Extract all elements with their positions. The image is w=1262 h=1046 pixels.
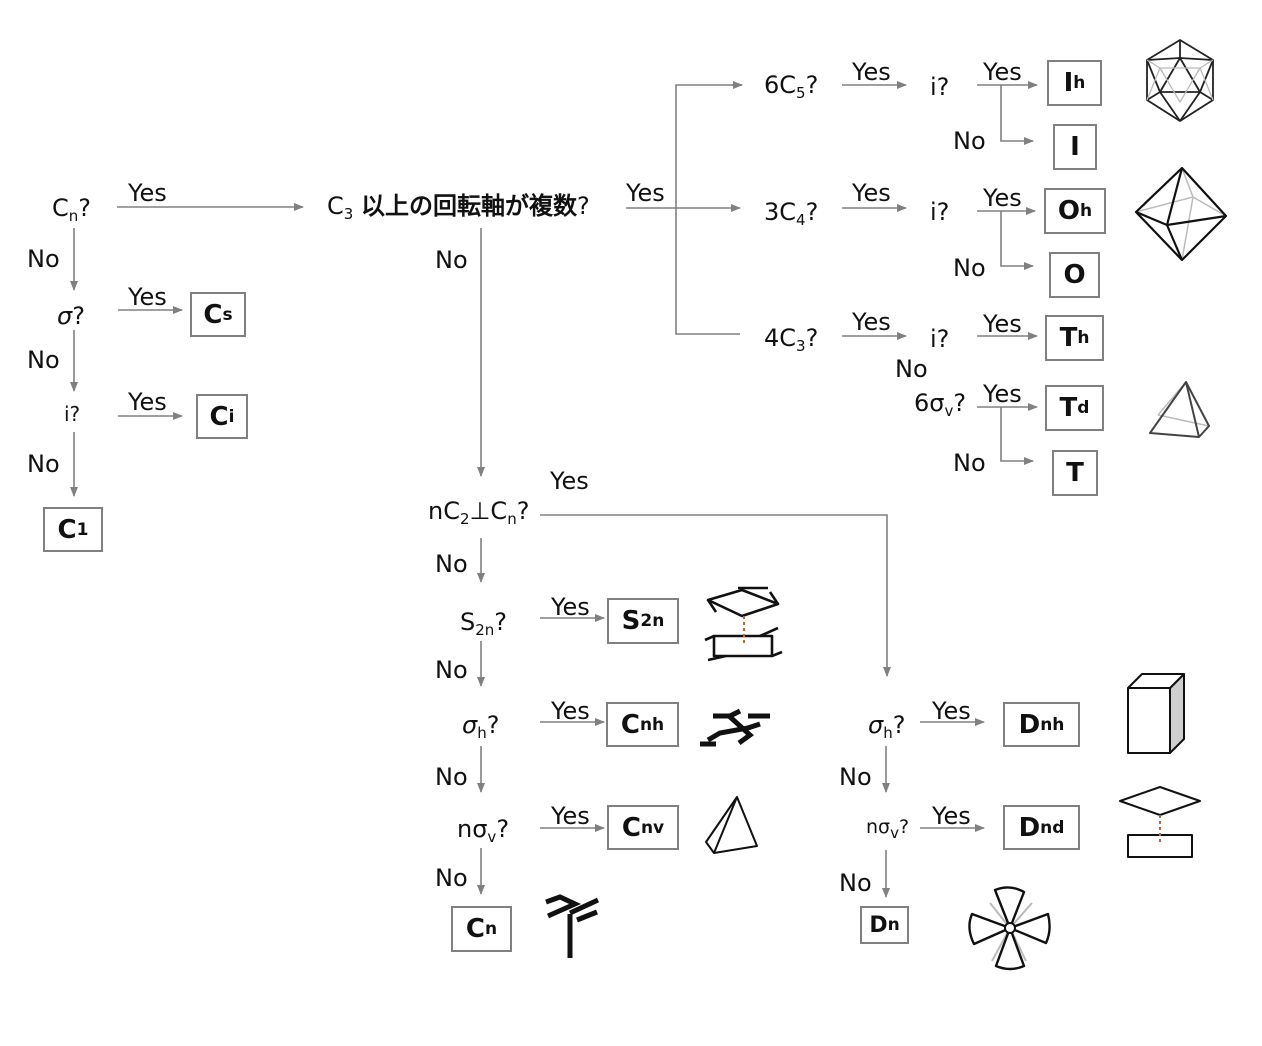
label-no: No xyxy=(839,869,872,897)
pyramid-icon xyxy=(705,796,758,854)
label-no: No xyxy=(839,763,872,791)
label-no: No xyxy=(435,656,468,684)
arrow-td-no xyxy=(1000,407,1034,465)
label-no: No xyxy=(953,254,986,282)
question-s2n: S2n? xyxy=(460,608,508,639)
question-cn: Cn? xyxy=(52,194,92,225)
tetrahedron-icon xyxy=(1149,381,1210,438)
label-yes: Yes xyxy=(128,388,167,416)
question-i-low: i? xyxy=(930,325,950,353)
question-i-top: i? xyxy=(930,73,950,101)
question-nsigmav-right: nσv? xyxy=(866,816,910,842)
question-3c4: 3C4? xyxy=(764,198,819,229)
label-yes: Yes xyxy=(983,380,1022,408)
prism-icon xyxy=(1127,673,1185,754)
antiprism-icon xyxy=(1119,786,1201,858)
label-no: No xyxy=(435,550,468,578)
branch-bracket xyxy=(675,84,742,335)
label-no: No xyxy=(953,449,986,477)
question-sigmah-right: σh? xyxy=(868,711,906,742)
result-o: O xyxy=(1049,252,1100,298)
label-no: No xyxy=(27,245,60,273)
question-4c3: 4C3? xyxy=(764,324,819,355)
label-no: No xyxy=(435,864,468,892)
label-yes: Yes xyxy=(852,308,891,336)
s2n-shape-icon xyxy=(704,586,783,662)
question-i-left: i? xyxy=(64,402,81,426)
label-no: No xyxy=(435,246,468,274)
propeller-icon xyxy=(968,886,1051,971)
icosahedron-icon xyxy=(1146,39,1214,122)
label-yes: Yes xyxy=(983,310,1022,338)
question-sigmah-left: σh? xyxy=(462,711,500,742)
result-t: T xyxy=(1052,450,1098,496)
label-yes: Yes xyxy=(983,58,1022,86)
label-no: No xyxy=(27,346,60,374)
cnh-shape-icon xyxy=(700,708,770,747)
result-i: I xyxy=(1053,124,1097,170)
label-yes: Yes xyxy=(551,802,590,830)
label-yes: Yes xyxy=(551,697,590,725)
arrow-nc2-yes xyxy=(540,514,891,677)
connector-lines xyxy=(70,81,1038,898)
question-multi-axis: C3 以上の回転軸が複数? xyxy=(327,192,590,223)
label-yes: Yes xyxy=(932,697,971,725)
label-no: No xyxy=(953,127,986,155)
label-no: No xyxy=(895,355,928,383)
octahedron-icon xyxy=(1134,166,1228,262)
question-sigma: σ? xyxy=(57,302,85,330)
question-6c5: 6C5? xyxy=(764,71,819,102)
arrow-oh-no xyxy=(1000,211,1034,270)
label-yes: Yes xyxy=(852,58,891,86)
label-no: No xyxy=(27,450,60,478)
cn-shape-icon xyxy=(545,894,600,958)
label-yes: Yes xyxy=(128,179,167,207)
question-nsigmav-left: nσv? xyxy=(457,815,510,846)
label-yes: Yes xyxy=(128,283,167,311)
arrow-ih-no xyxy=(1000,85,1034,145)
label-yes: Yes xyxy=(932,802,971,830)
question-nc2-perp-cn: nC2⊥Cn? xyxy=(428,497,530,528)
label-yes: Yes xyxy=(983,184,1022,212)
question-6sigmav: 6σv? xyxy=(914,389,967,420)
label-yes: Yes xyxy=(852,179,891,207)
label-yes: Yes xyxy=(550,467,589,495)
label-yes: Yes xyxy=(551,593,590,621)
question-i-mid: i? xyxy=(930,198,950,226)
label-no: No xyxy=(435,763,468,791)
label-yes: Yes xyxy=(626,179,665,207)
